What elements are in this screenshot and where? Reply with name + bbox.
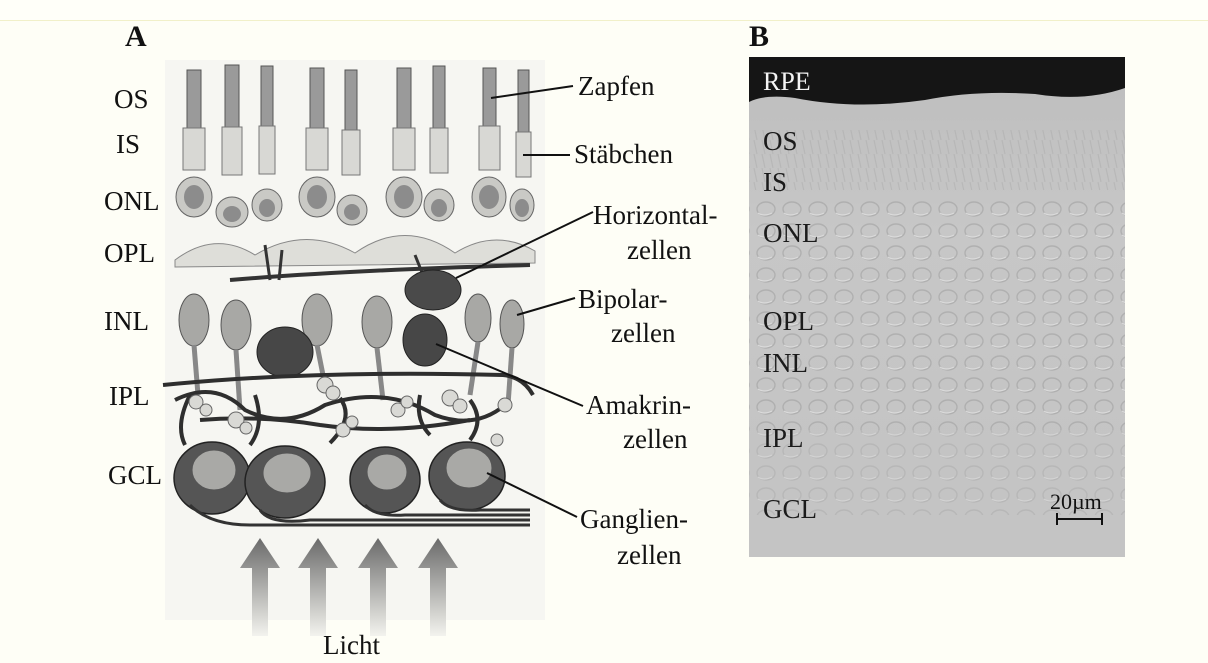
micrograph-label-is: IS [763,169,787,196]
label-amakrin-2: zellen [623,426,687,453]
layer-label-opl: OPL [104,240,155,267]
label-horizontal-1: Horizontal- [593,202,717,229]
layer-label-inl: INL [104,308,149,335]
micrograph-label-inl: INL [763,350,808,377]
panel-a-letter: A [125,22,147,52]
layer-label-is: IS [116,131,140,158]
micrograph-label-onl: ONL [763,220,819,247]
retina-schematic [163,60,593,636]
amacrine-cell [403,314,447,366]
label-licht: Licht [323,632,380,659]
micrograph-label-rpe: RPE [763,69,811,95]
micrograph-label-os: OS [763,128,798,155]
panel-b-letter: B [749,22,769,52]
horizontal-cell [405,270,461,310]
label-bipolar-1: Bipolar- [578,286,667,313]
layer-label-ipl: IPL [109,383,150,410]
layer-label-os: OS [114,86,149,113]
label-amakrin-1: Amakrin- [586,392,691,419]
micrograph-label-gcl: GCL [763,496,817,523]
layer-label-gcl: GCL [108,462,162,489]
amacrine-cell [257,327,313,377]
label-staebchen: Stäbchen [574,141,673,168]
layer-label-onl: ONL [104,188,160,215]
label-ganglien-2: zellen [617,542,681,569]
label-horizontal-2: zellen [627,237,691,264]
micrograph-label-ipl: IPL [763,425,804,452]
micrograph-label-opl: OPL [763,308,814,335]
scale-bar-label: 20µm [1050,491,1102,513]
label-bipolar-2: zellen [611,320,675,347]
label-ganglien-1: Ganglien- [580,506,688,533]
label-zapfen: Zapfen [578,73,654,100]
